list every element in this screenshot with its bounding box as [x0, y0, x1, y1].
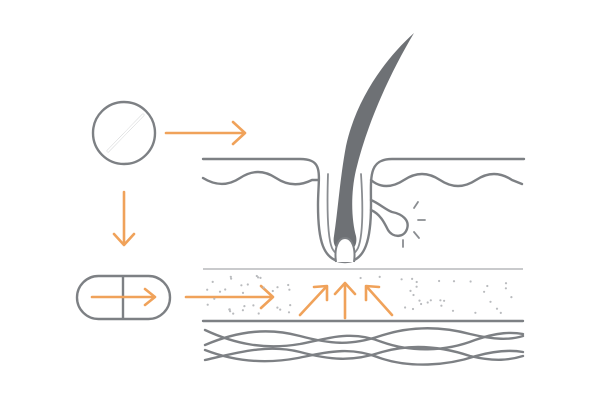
dermis-dot: [229, 310, 232, 313]
blood-vessels: [201, 319, 525, 366]
dermis-dot: [228, 308, 231, 311]
dermis-dot: [451, 309, 455, 312]
dermis-dot: [276, 286, 279, 289]
dermis-dot: [452, 280, 456, 283]
dermis-dot: [213, 297, 216, 300]
dermis-dot: [289, 304, 292, 307]
dermis-dot: [230, 277, 233, 280]
arrow-tablet-to-skin: [164, 120, 247, 146]
dermis-dot: [206, 303, 209, 306]
dermis-dot: [279, 308, 282, 311]
dermis-dot: [438, 279, 441, 283]
dermis-dot: [499, 311, 502, 314]
dermis-dot: [409, 289, 412, 292]
dermis-dot: [276, 306, 279, 309]
dermis-dot: [211, 280, 214, 283]
dermis-dot: [287, 283, 290, 287]
dermis-dots: [206, 274, 513, 315]
hair-follicle-icon: [333, 33, 414, 263]
dermis-dot: [440, 304, 443, 307]
dermis-dot: [510, 296, 513, 299]
dermis-dot: [489, 300, 492, 303]
dermis-dot: [359, 276, 362, 280]
capsule-icon: [75, 274, 172, 321]
dermis-dot: [246, 283, 249, 286]
dermis-dot: [229, 275, 232, 278]
dermis-dot: [262, 286, 265, 289]
dermis-dot: [257, 312, 260, 315]
dermis-dot: [412, 293, 415, 297]
dermis-dot: [495, 307, 499, 310]
dermis-dot: [378, 275, 381, 278]
dermis-dot: [411, 307, 415, 311]
dermis-dot: [420, 302, 423, 306]
dermis-dot: [288, 288, 291, 291]
dermis-dot: [259, 276, 262, 279]
dermis-dot: [243, 305, 246, 308]
dermis-dot: [241, 309, 244, 312]
dermis-dot: [483, 290, 486, 293]
skin-layer: [201, 157, 526, 264]
dermis-dot: [218, 290, 222, 293]
dermis-dot: [439, 299, 442, 302]
dermis-dot: [287, 311, 291, 314]
dermis-dot: [411, 277, 414, 280]
dermis-dot: [240, 284, 243, 287]
dermis-dot: [486, 284, 489, 288]
dermis-dot: [443, 299, 446, 302]
dermis-dot: [504, 287, 507, 290]
arrow-capsule-to-dermis: [184, 284, 275, 310]
dermis-dot: [504, 282, 508, 285]
dermis-dot: [255, 274, 258, 278]
dermis-dot: [252, 304, 255, 307]
dermis-dot: [257, 276, 260, 279]
dermis-dot: [206, 288, 209, 291]
dermis-dot: [418, 299, 421, 302]
dermis-dot: [426, 301, 429, 304]
dermis-dot: [469, 280, 472, 283]
dermis-dot: [415, 280, 418, 284]
dermis-dot: [241, 291, 245, 294]
arrow-tablet-to-capsule: [112, 190, 136, 247]
dermis-dot: [415, 285, 418, 288]
dermis-dot: [232, 312, 235, 315]
dermis-dot: [404, 306, 407, 309]
dermis-dot: [474, 311, 477, 314]
arrows-to-follicle: [298, 281, 394, 320]
dermis-dot: [400, 278, 403, 281]
dermis-dot: [429, 299, 432, 302]
dermis-dot: [271, 289, 274, 293]
sebaceous-gland-icon: [369, 198, 426, 248]
tablet-icon: [91, 100, 157, 166]
dermis-dot: [224, 288, 227, 291]
